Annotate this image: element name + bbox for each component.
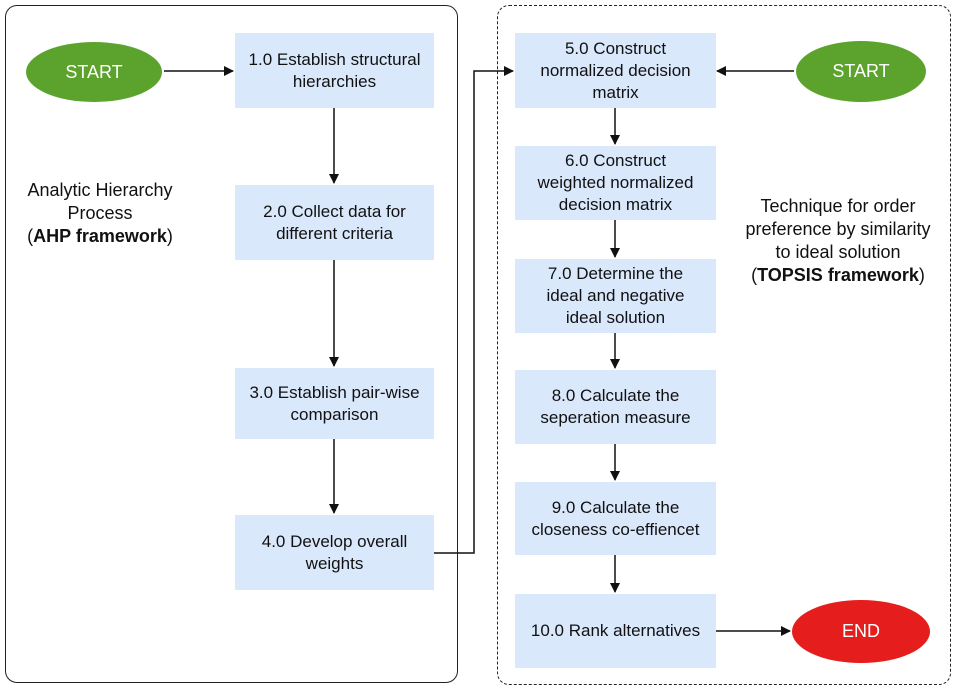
ahp-caption-bold: AHP framework xyxy=(33,226,167,246)
topsis-framework-container xyxy=(497,5,951,685)
topsis-step-8: 8.0 Calculate the seperation measure xyxy=(515,370,716,444)
topsis-step-6: 6.0 Construct weighted normalized decisi… xyxy=(515,146,716,220)
ahp-caption-line-1: Analytic Hierarchy xyxy=(27,180,173,200)
topsis-caption-line-3: to ideal solution xyxy=(775,242,901,262)
ahp-caption: Analytic Hierarchy Process (AHP framewor… xyxy=(2,179,198,248)
topsis-step-10: 10.0 Rank alternatives xyxy=(515,594,716,668)
ahp-start-node: START xyxy=(26,42,162,102)
topsis-start-node: START xyxy=(796,41,926,102)
topsis-caption-line-4: (TOPSIS framework) xyxy=(751,265,925,285)
ahp-framework-container xyxy=(5,5,458,683)
ahp-step-4: 4.0 Develop overall weights xyxy=(235,515,434,590)
topsis-caption-line-2: preference by similarity xyxy=(745,219,931,239)
topsis-step-5: 5.0 Construct normalized decision matrix xyxy=(515,33,716,108)
topsis-caption-bold: TOPSIS framework xyxy=(757,265,919,285)
topsis-step-9: 9.0 Calculate the closeness co-effiencet xyxy=(515,482,716,555)
ahp-caption-line-3: (AHP framework) xyxy=(27,226,173,246)
arrow-step-4-to-step-5 xyxy=(434,66,514,554)
topsis-caption: Technique for order preference by simila… xyxy=(724,195,952,287)
topsis-step-7: 7.0 Determine the ideal and negative ide… xyxy=(515,259,716,333)
ahp-step-2: 2.0 Collect data for different criteria xyxy=(235,185,434,260)
topsis-caption-line-1: Technique for order xyxy=(760,196,916,216)
ahp-step-1: 1.0 Establish structural hierarchies xyxy=(235,33,434,108)
ahp-caption-line-2: Process xyxy=(67,203,133,223)
topsis-end-node: END xyxy=(792,600,930,663)
ahp-step-3: 3.0 Establish pair-wise comparison xyxy=(235,368,434,439)
